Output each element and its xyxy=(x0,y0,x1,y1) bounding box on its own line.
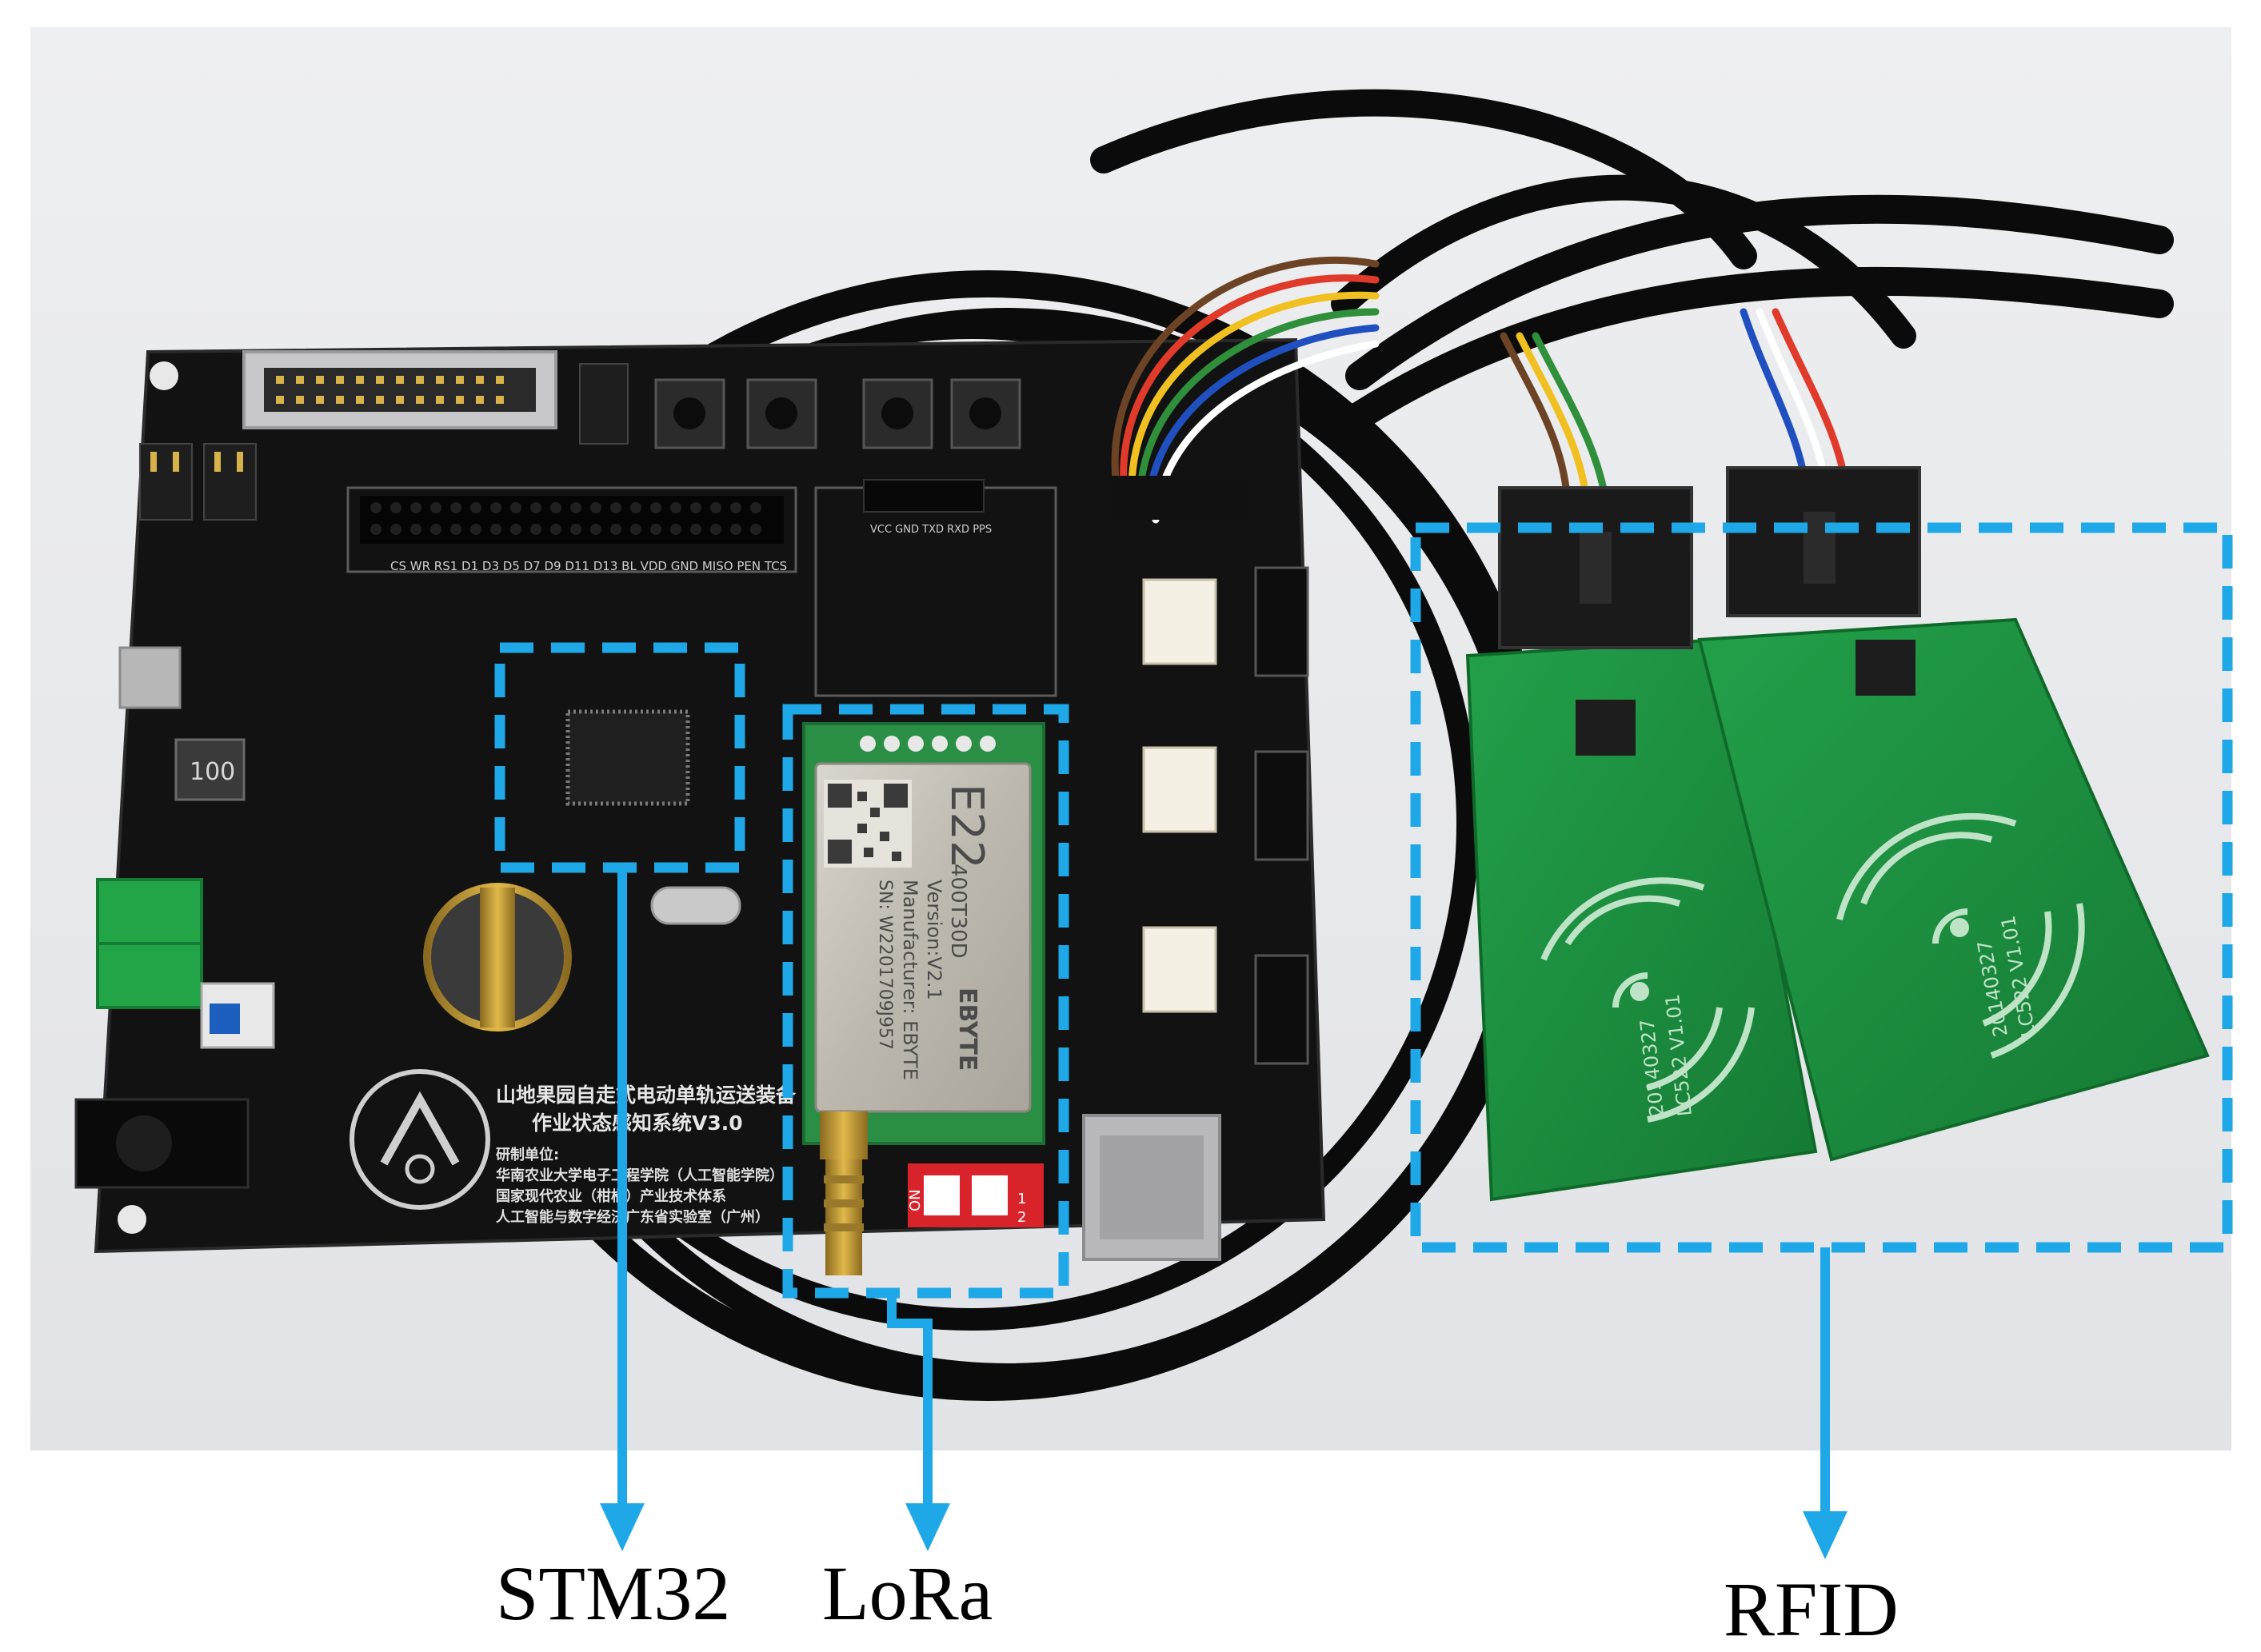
output-connectors xyxy=(1254,566,1309,1065)
tactile-buttons xyxy=(654,378,1021,449)
lora-serial: SN: W2201709J957 xyxy=(875,880,895,1050)
mounting-hole xyxy=(150,361,178,390)
inductor-mark: 100 xyxy=(190,758,235,786)
lora-brand: EBYTE xyxy=(953,988,981,1071)
crystal xyxy=(650,886,741,925)
lora-label: LoRa xyxy=(822,1550,993,1636)
stm32-label: STM32 xyxy=(496,1550,731,1636)
hardware-photo: CS WR RS1 D1 D3 D5 D7 D9 D11 D13 BL VDD … xyxy=(30,27,2231,1450)
rfid-label: RFID xyxy=(1724,1566,1899,1652)
dip-pos1-label: 1 xyxy=(1017,1191,1026,1207)
board-title-line1: 山地果园自走式电动单轨运送装备 xyxy=(496,1083,797,1107)
board-maker-line3: 人工智能与数字经济广东省实验室（广州） xyxy=(496,1208,769,1226)
rfid-arrowhead xyxy=(1803,1511,1848,1559)
board-maker-heading: 研制单位: xyxy=(496,1146,559,1163)
inductor xyxy=(174,738,246,801)
board-title-line2: 作业状态感知系统V3.0 xyxy=(532,1111,743,1135)
mcu-chip xyxy=(565,709,690,806)
lora-manufacturer: Manufacturer: EBYTE xyxy=(899,880,921,1080)
header-pin-labels: CS WR RS1 D1 D3 D5 D7 D9 D11 D13 BL VDD … xyxy=(390,559,787,573)
mounting-hole xyxy=(118,1205,146,1234)
dip-pos2-label: 2 xyxy=(1017,1209,1026,1226)
board-maker-line2: 国家现代农业（柑橘）产业技术体系 xyxy=(496,1187,726,1205)
cable-sheath xyxy=(1108,476,1252,520)
stm32-arrowhead xyxy=(600,1503,645,1551)
sma-connector xyxy=(820,1111,868,1275)
relays xyxy=(1142,578,1217,1013)
qr-code xyxy=(824,780,912,868)
university-emblem xyxy=(350,1069,490,1210)
tft-header xyxy=(360,496,784,544)
dip-on-label: ON xyxy=(907,1189,924,1211)
board-maker-line1: 华南农业大学电子工程学院（人工智能学院） xyxy=(496,1167,784,1184)
lora-socket xyxy=(863,479,985,513)
usb-connector xyxy=(118,646,182,709)
lora-model: E22 xyxy=(941,784,993,869)
lora-arrowhead xyxy=(905,1503,950,1551)
lora-pin-labels: VCC GND TXD RXD PPS xyxy=(870,524,992,536)
lora-version: Version:V2.1 xyxy=(923,880,945,1000)
lora-variant: 400T30D xyxy=(946,864,970,959)
pin-header xyxy=(139,363,629,521)
